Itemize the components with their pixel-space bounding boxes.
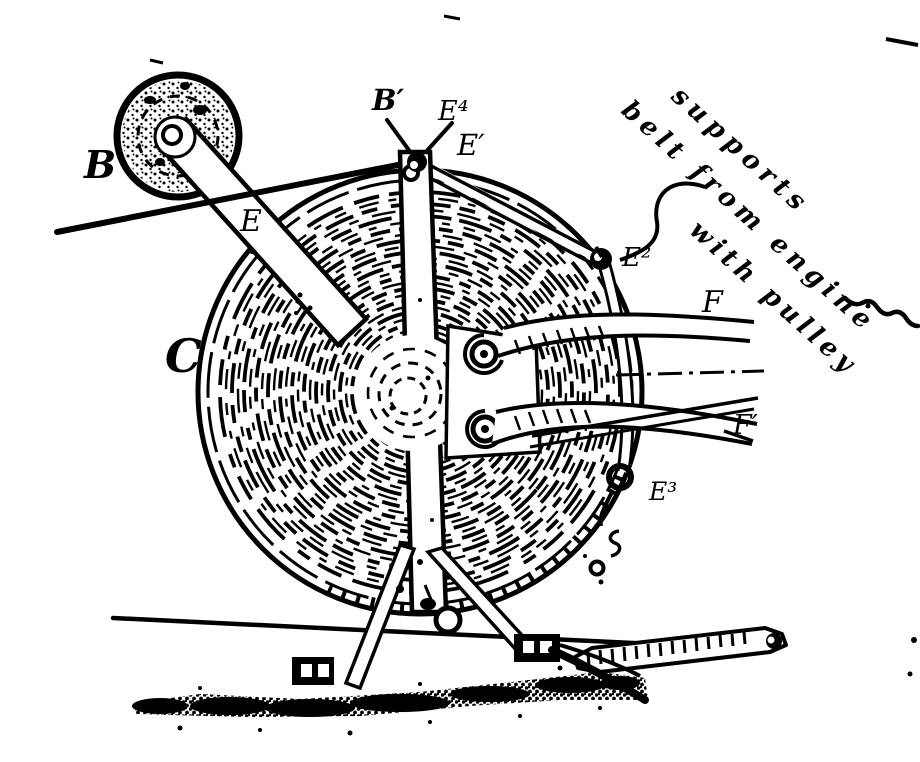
label-right-joint-e2: E² [621,243,651,273]
label-fork-f: F [701,285,724,320]
lower-right-joint [583,463,634,585]
top-pivot-joint [407,152,427,172]
base-line [110,615,698,649]
right-pivot-joint [590,245,612,270]
ground-texture [132,643,649,736]
label-top-link-e4: E⁴ [437,96,469,127]
base-rail [573,626,788,674]
reference-letters: B B′ E⁴ E′ E C E² F F′ E³ [83,83,758,506]
label-lower-joint-e3: E³ [648,477,677,506]
left-foot [292,657,334,685]
label-arm-e: E [239,204,262,239]
left-leg [343,542,417,691]
stray-marks [149,14,919,677]
label-top-joint-b-prime: B′ [371,83,405,117]
leg-joint [396,585,463,635]
frame-strap-top [412,156,604,268]
hub [355,335,471,451]
pulley-axle [153,115,197,159]
label-top-link-e-prime: E′ [456,128,485,162]
label-pulley-b: B [83,142,116,187]
drive-belt-line [54,118,454,235]
label-fork-f-prime: F′ [732,410,758,441]
frame-strap-right [596,260,635,473]
label-disc-c: C [165,329,202,383]
note-flourish-tail [842,295,920,329]
axis-centerline [615,369,765,377]
note-leader-line [619,181,706,262]
fork-arm-lower [491,396,759,449]
fork-arm-upper [497,312,755,358]
